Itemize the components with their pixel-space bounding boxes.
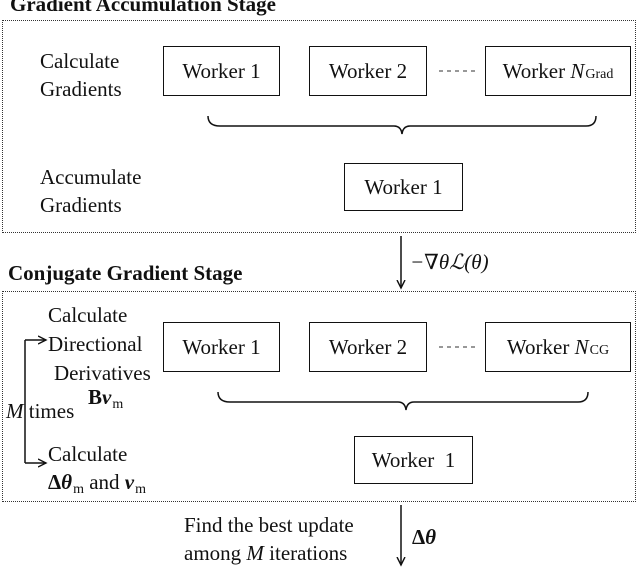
update-label-line1: Calculate <box>48 442 128 466</box>
update-v: v <box>124 470 135 494</box>
bottom-line2-var: M <box>246 541 264 565</box>
stage2-dir-label: Calculate <box>48 301 127 329</box>
update-and: and <box>83 470 125 494</box>
worker-n-symbol: N <box>574 334 589 359</box>
update-v-sub: m <box>135 482 147 497</box>
stage1-worker-1: Worker 1 <box>163 46 280 96</box>
loop-text: times <box>23 399 75 423</box>
dir-label-sub: m <box>112 397 124 412</box>
loop-var: M <box>6 399 24 423</box>
stage2-title: Conjugate Gradient Stage <box>8 261 243 285</box>
stage2-panel <box>2 291 636 502</box>
update-theta: θ <box>61 470 73 494</box>
stage2-dir-label-4: Bvm <box>88 383 123 415</box>
bottom-line1: Find the best update <box>184 513 354 537</box>
stage2-update-worker: Worker 1 <box>354 436 473 484</box>
bottom-line2-suffix: iterations <box>263 541 348 565</box>
worker-n-prefix: Worker <box>506 334 575 359</box>
stage2-brace <box>217 391 589 411</box>
worker-n-symbol: N <box>570 58 585 83</box>
calc-label-line2: Gradients <box>40 77 122 101</box>
stage2-worker-2: Worker 2 <box>309 322 427 372</box>
worker-n-prefix: Worker <box>502 58 571 83</box>
stage1-calc-label: Calculate Gradients <box>40 47 122 103</box>
stage2-worker-1: Worker 1 <box>163 322 280 372</box>
stage1-brace <box>207 115 597 135</box>
accum-label-line2: Gradients <box>40 193 122 217</box>
dir-label-line1: Calculate <box>48 303 128 327</box>
stage1-accum-label: Accumulate Gradients <box>40 163 141 219</box>
worker-n-sub: Grad <box>585 67 614 82</box>
stage1-accum-worker: Worker 1 <box>344 163 463 211</box>
calc-label-line1: Calculate <box>40 49 120 73</box>
accum-label-line1: Accumulate <box>40 165 142 189</box>
stage2-update-label: Calculate Δθm and vm <box>48 440 146 500</box>
stage1-panel <box>2 20 636 233</box>
bottom-line2-prefix: among <box>184 541 247 565</box>
stage2-dir-label-3: Derivatives <box>54 359 151 387</box>
dir-label-line2: Directional <box>48 332 143 356</box>
stage1-worker-2: Worker 2 <box>309 46 427 96</box>
loop-label: M times <box>6 397 74 425</box>
worker-n-sub: CG <box>589 343 610 358</box>
bottom-label: Find the best update among M iterations <box>184 511 354 567</box>
stage1-title: Gradient Accumulation Stage <box>10 0 276 16</box>
stage2-dir-label-2: Directional <box>48 330 142 358</box>
update-sub: m <box>73 482 84 497</box>
update-delta: Δ <box>48 470 62 494</box>
gradient-arrow-label: −∇θℒ(θ) <box>410 250 489 274</box>
bottom-arrow-label: Δθ <box>412 525 437 549</box>
dir-label-v: v <box>102 385 112 409</box>
dir-label-B: B <box>88 385 103 409</box>
dir-label-line3: Derivatives <box>54 361 151 385</box>
